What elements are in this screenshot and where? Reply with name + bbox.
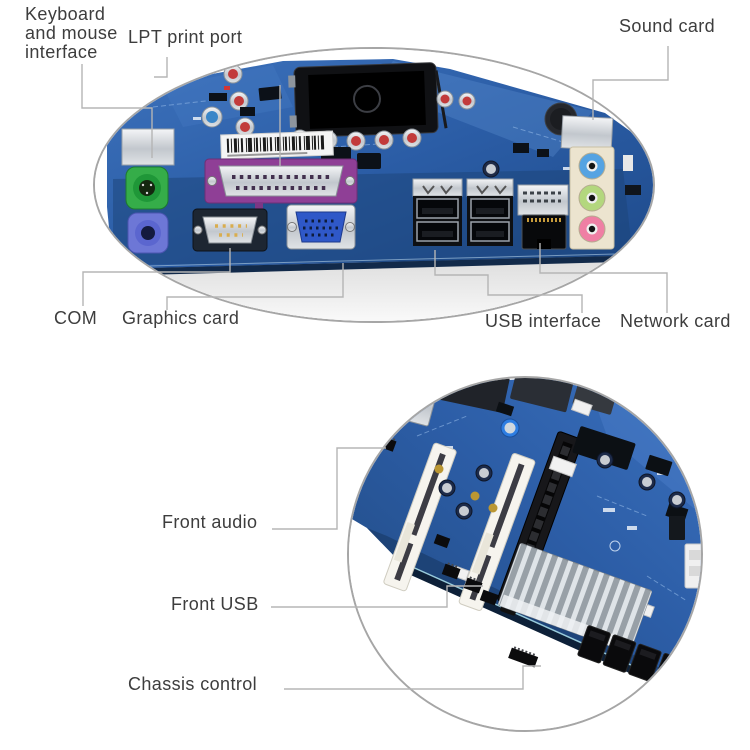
- io-shields-back: [375, 378, 618, 427]
- slots-magnified-photo: [347, 376, 703, 732]
- pci-slot-2: [458, 453, 536, 611]
- ps2-keyboard-port: [125, 166, 169, 210]
- ethernet-port: [517, 184, 569, 250]
- label-usb-interface: USB interface: [485, 311, 602, 331]
- usb-ports: [412, 178, 514, 246]
- cpu-socket: [288, 62, 448, 138]
- line-out-jack: [578, 184, 606, 212]
- vga-port: [286, 204, 356, 250]
- label-network-card: Network card: [620, 311, 731, 331]
- label-com: COM: [54, 308, 98, 328]
- white-edge-connector: [684, 543, 701, 589]
- label-lpt-print-port: LPT print port: [128, 27, 243, 47]
- ps2-ports: [121, 128, 175, 254]
- silkscreen-traces: [416, 415, 688, 602]
- label-chassis-control: Chassis control: [128, 674, 258, 694]
- capacitors: [434, 418, 686, 520]
- slots-scene: [349, 378, 701, 730]
- smd-chips: [495, 401, 689, 540]
- com-port: [192, 208, 268, 252]
- io-panel-scene: [95, 49, 653, 321]
- pci-slot-1: [383, 442, 457, 592]
- mic-jack: [578, 215, 606, 243]
- label-sound-card: Sound card: [619, 16, 716, 36]
- ps2-shield: [121, 128, 175, 166]
- label-front-usb: Front USB: [171, 594, 259, 614]
- barcode-sticker: [220, 130, 334, 160]
- audio-jacks: [560, 115, 615, 250]
- ps2-mouse-port: [127, 212, 169, 254]
- label-graphics-card: Graphics card: [122, 308, 240, 328]
- sata-ports: [577, 625, 687, 692]
- line-in-jack: [578, 152, 606, 180]
- misc-right-components: [623, 155, 641, 195]
- audio-shield: [560, 115, 614, 151]
- led: [224, 86, 230, 90]
- label-keyboard-mouse-interface: Keyboard and mouse interface: [25, 4, 118, 62]
- label-front-audio: Front audio: [162, 512, 258, 532]
- io-panel-magnified-photo: [93, 47, 655, 323]
- front-audio-header: [375, 434, 397, 452]
